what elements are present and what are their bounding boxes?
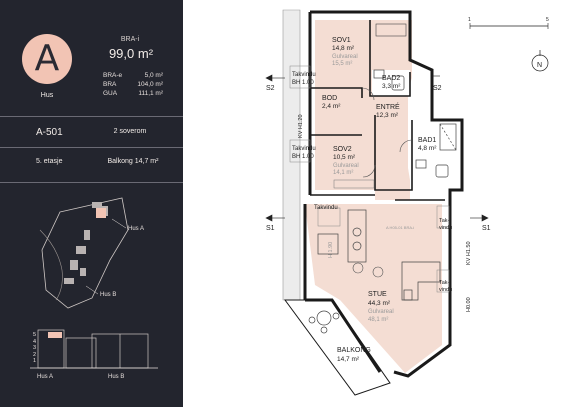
- balcony-area: Balkong 14,7 m²: [107, 158, 159, 165]
- site-map: [39, 197, 129, 309]
- area-value: 111,1 m²: [138, 90, 163, 97]
- site-label-hus-a: Hus A: [128, 226, 145, 232]
- takvindu-right-lower-2: vindu: [439, 287, 452, 293]
- room-area-bod: 2,4 m²: [322, 103, 341, 110]
- section-marker-s2-right: S2: [433, 85, 442, 92]
- takvindu-left-label: Takvindu: [314, 205, 338, 211]
- building-letter-badge: A: [22, 34, 72, 84]
- takvindu-right-lower-1: Tak-: [439, 280, 450, 286]
- bra-i-label: BRA-i: [120, 36, 140, 43]
- room-name-balkong: BALKONG: [337, 347, 371, 354]
- area-key: BRA: [103, 81, 117, 88]
- room-gulv-area-sov1: 15,5 m²: [332, 61, 352, 67]
- room-name-sov1: SOV1: [332, 37, 351, 44]
- section-arrow-icon: [265, 74, 273, 82]
- section-arrow-icon: [481, 214, 489, 222]
- room-area-bad1: 4,8 m²: [418, 145, 437, 152]
- living-room-fill: [305, 204, 442, 373]
- north-arrow-icon: N: [531, 50, 549, 72]
- balcony-furniture: [308, 310, 340, 334]
- elevation-label-hus-a: Hus A: [37, 374, 54, 380]
- elevation-label-hus-b: Hus B: [108, 374, 125, 380]
- takvindu-upper-bh: BH 1.00: [292, 80, 314, 86]
- section-marker-s1-left: S1: [266, 225, 275, 232]
- room-area-balkong: 14,7 m²: [337, 356, 360, 363]
- takvindu-upper-label: Takvindu: [292, 72, 316, 78]
- section-arrow-icon: [265, 214, 273, 222]
- hus-label: Hus: [40, 92, 54, 99]
- room-name-entre: ENTRÉ: [376, 102, 400, 111]
- unit-reference-note: A H05-01 BRA-i: [386, 225, 414, 230]
- room-gulv-sov2: Gulvareal: [333, 163, 359, 169]
- takvindu-middle-bh: BH 1.00: [292, 154, 314, 160]
- section-marker-s2-left: S2: [266, 85, 275, 92]
- bedroom-count: 2 soverom: [113, 128, 147, 135]
- takvindu-right-upper-2: vindu: [439, 225, 452, 231]
- floor-level: 5. etasje: [36, 158, 63, 165]
- svg-text:N: N: [537, 62, 542, 69]
- room-name-bod: BOD: [322, 95, 337, 102]
- area-value: 104,0 m²: [137, 81, 163, 88]
- room-gulv-stue: Gulvareal: [368, 309, 394, 315]
- area-key: GUA: [103, 90, 118, 97]
- bra-i-value: 99,0 m²: [108, 46, 154, 61]
- scale-mark-1: 1: [468, 17, 471, 23]
- room-area-sov1: 14,8 m²: [332, 45, 355, 52]
- bath2-fill: [372, 70, 410, 96]
- room-name-bad2: BAD2: [382, 75, 400, 82]
- takvindu-right-upper-1: Tak-: [439, 218, 450, 224]
- room-name-sov2: SOV2: [333, 146, 352, 153]
- elevation-floor-numbers: 5 4 3 2 1: [33, 332, 37, 364]
- scale-mark-5: 5: [546, 17, 549, 23]
- wardrobe: [375, 23, 407, 37]
- floor-plan: 1 5 N: [265, 9, 549, 396]
- site-label-hus-b: Hus B: [100, 292, 117, 298]
- takvindu-middle-label: Takvindu: [292, 146, 316, 152]
- divider: [0, 182, 183, 183]
- room-area-sov2: 10,5 m²: [333, 154, 356, 161]
- section-marker-s1-right: S1: [482, 225, 491, 232]
- unit-id: A-501: [36, 127, 63, 138]
- area-key: BRA-e: [103, 72, 123, 79]
- balcony-outline: [284, 299, 391, 396]
- room-name-stue: STUE: [368, 291, 387, 298]
- divider: [0, 116, 183, 117]
- height-kv-left: KV H1.20: [298, 114, 304, 138]
- area-value: 5,0 m²: [144, 72, 163, 79]
- room-area-stue: 44,3 m²: [368, 300, 391, 307]
- room-gulv-sov1: Gulvareal: [332, 54, 358, 60]
- elevation-diagram: [30, 329, 158, 369]
- height-h-stue: H 1.90: [328, 242, 334, 258]
- height-kv-right: KV H1.50: [466, 241, 472, 265]
- scale-bar: 1 5: [468, 17, 549, 29]
- room-area-bad2: 3,3 m²: [382, 83, 401, 90]
- bedroom-zone-fill: [315, 20, 412, 200]
- info-panel: A Hus BRA-i 99,0 m² BRA-e 5,0 m² BRA 104…: [0, 0, 183, 407]
- room-gulv-area-stue: 48,1 m²: [368, 317, 388, 323]
- room-name-bad1: BAD1: [418, 137, 436, 144]
- divider: [0, 147, 183, 148]
- room-gulv-area-sov2: 14,1 m²: [333, 170, 353, 176]
- height-h-right: H0.00: [466, 297, 472, 312]
- room-area-entre: 12,3 m²: [376, 112, 399, 119]
